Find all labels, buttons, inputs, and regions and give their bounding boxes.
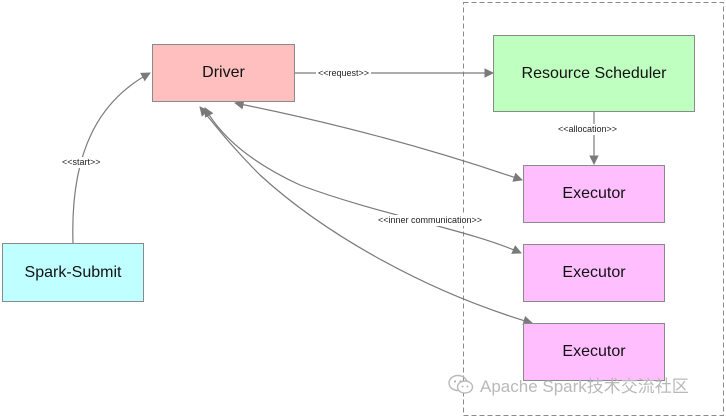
watermark-text: Apache Spark技术交流社区	[480, 377, 689, 396]
executor-2-link	[204, 107, 522, 254]
chat-bubble-icon	[448, 374, 474, 394]
resource-scheduler-node: Resource Scheduler	[493, 35, 695, 112]
spark-submit-node: Spark-Submit	[2, 243, 144, 302]
start-edge-label: <<start>>	[60, 157, 103, 168]
executor-node: Executor	[523, 323, 665, 381]
executor-1-link	[234, 99, 523, 182]
executor-node: Executor	[523, 244, 665, 302]
watermark: Apache Spark技术交流社区	[448, 372, 689, 397]
inner-communication-edge-label: <<inner communication>>	[376, 215, 485, 226]
request-edge-label: <<request>>	[316, 68, 372, 79]
allocation-edge-label: <<allocation>>	[556, 124, 620, 135]
executor-node: Executor	[523, 165, 665, 223]
driver-node: Driver	[152, 44, 295, 102]
start-arrow	[72, 72, 151, 244]
executor-3-link	[199, 106, 533, 326]
